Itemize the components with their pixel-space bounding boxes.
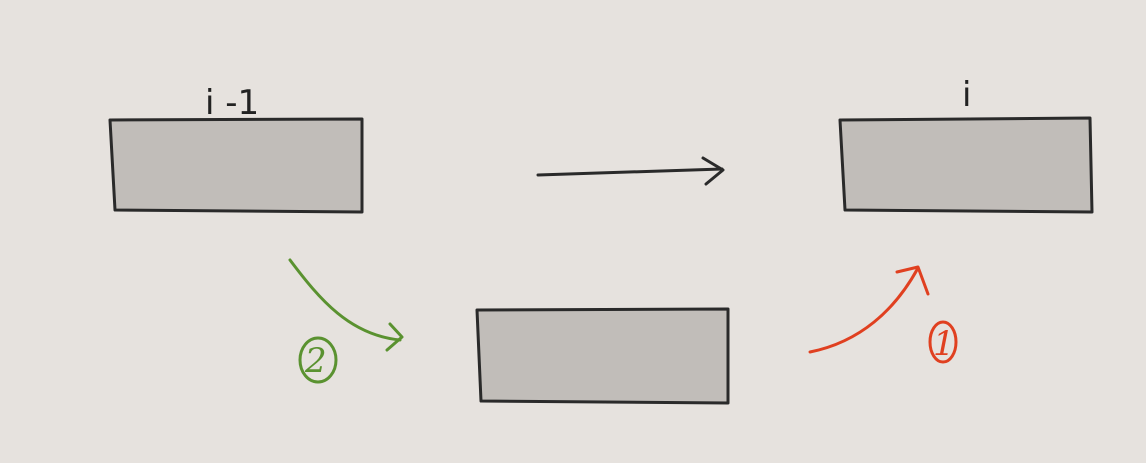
step-two-circle bbox=[298, 336, 338, 384]
step-two-arrow-head bbox=[385, 322, 404, 352]
direct-arrow bbox=[536, 156, 725, 186]
box-current: i bbox=[838, 75, 1094, 214]
box-prev-label: i -1 bbox=[205, 83, 259, 123]
box-prev-rect bbox=[108, 117, 364, 214]
step-one-arrow bbox=[808, 265, 930, 354]
step-one-label: 1 bbox=[933, 324, 955, 364]
step-two-label: 2 bbox=[304, 341, 327, 381]
direct-arrow-shaft bbox=[536, 167, 724, 177]
step-two-marker: 2 bbox=[298, 336, 338, 384]
step-two-arrow bbox=[288, 258, 404, 352]
step-two-arrow-curve bbox=[288, 258, 402, 342]
box-middle-rect bbox=[475, 307, 730, 405]
box-middle bbox=[475, 307, 730, 405]
step-one-arrow-curve bbox=[808, 266, 920, 354]
box-current-label: i bbox=[962, 75, 971, 115]
direct-arrow-head bbox=[701, 156, 725, 186]
box-prev: i -1 bbox=[108, 83, 364, 214]
step-one-circle bbox=[928, 320, 958, 364]
step-one-marker: 1 bbox=[928, 320, 958, 364]
step-one-arrow-head bbox=[895, 265, 930, 296]
box-current-rect bbox=[838, 116, 1094, 214]
